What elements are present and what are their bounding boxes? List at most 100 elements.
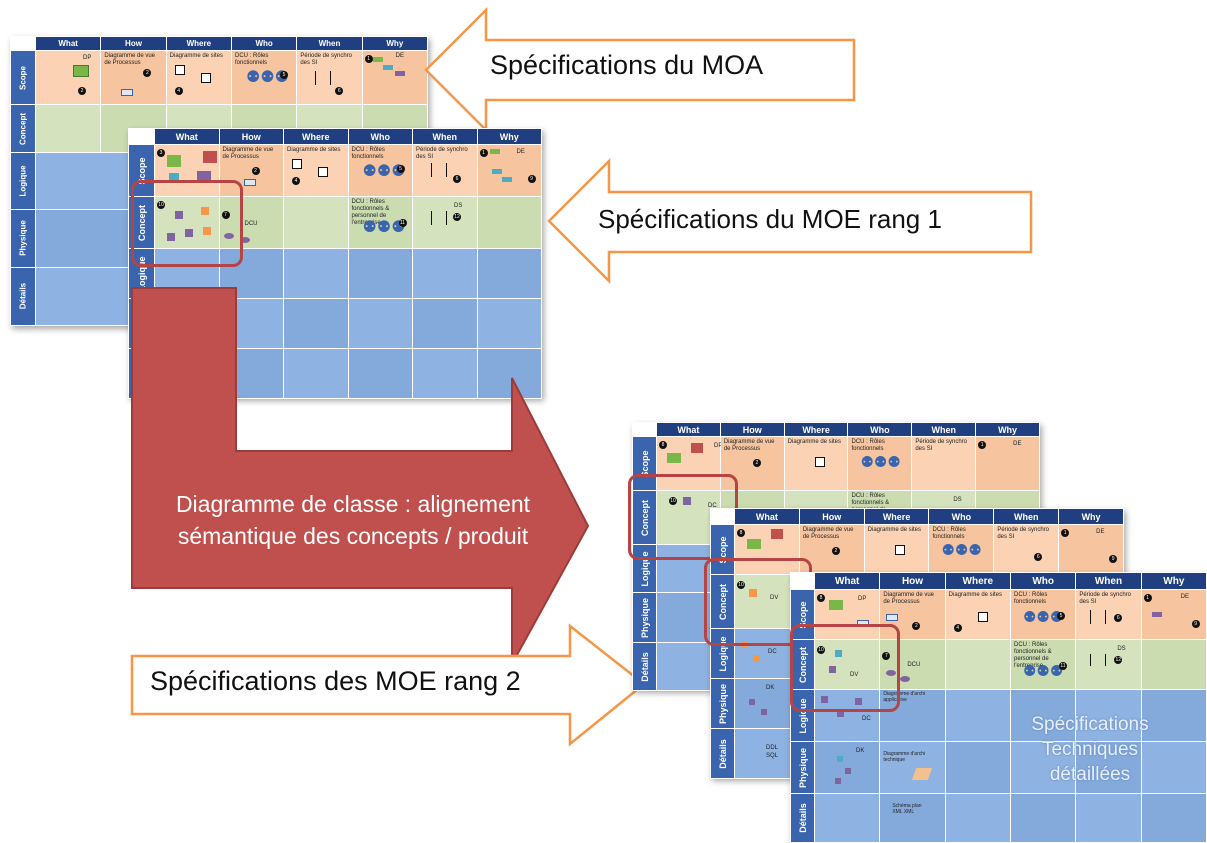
badge-number: 12	[1114, 656, 1123, 664]
folder-icon	[691, 443, 703, 453]
label-spec-moe-rang-2: Spécifications des MOE rang 2	[150, 666, 521, 696]
callout-arrow-moe-rang-2	[130, 623, 647, 747]
cell-scope-who: DCU : Rôles fonctionnels ⚉⚉⚉	[928, 524, 995, 575]
cell-scope-when: Période de synchro des SI 6	[993, 524, 1060, 575]
badge-number: 2	[143, 69, 152, 78]
cell-logique-what: DC	[734, 628, 800, 679]
row-label-concept: Concept	[710, 574, 735, 629]
col-header-why: Why	[361, 35, 429, 52]
cell-scope-how: Diagramme de vue de Processus 2	[719, 436, 785, 491]
class-box-icon	[837, 756, 843, 762]
site-icon	[814, 457, 825, 467]
row-label-scope: Scope	[632, 436, 657, 491]
cell-details	[1009, 793, 1077, 843]
callout-arrow-moe-rang-1	[547, 157, 1033, 285]
badge-number: 1	[978, 441, 987, 449]
site-icon	[200, 73, 211, 84]
label-dk: DK	[856, 748, 865, 754]
grid-corner	[710, 508, 735, 525]
col-header-who: Who	[347, 128, 413, 145]
usecase-icon	[223, 233, 234, 239]
arrow-caption-line1: Diagramme de classe : alignement	[175, 491, 531, 517]
label-spec-moe-rang-1: Spécifications du MOE rang 1	[598, 204, 942, 234]
text-how-scope: Diagramme de vue de Processus	[723, 439, 775, 452]
col-header-when: When	[1075, 572, 1142, 590]
cell-details	[1075, 793, 1142, 843]
class-box-icon	[835, 650, 842, 657]
text-who-concept: DCU : Rôles fonctionnels & personnel de …	[1013, 642, 1052, 669]
class-box-icon	[855, 698, 862, 705]
process-icon	[886, 614, 899, 621]
cell-scope-where: Diagramme de sites	[783, 436, 849, 491]
text-where-scope: Diagramme de sites	[948, 592, 1003, 598]
cell-concept-how: 7 DCU	[879, 639, 946, 690]
grid-corner	[10, 35, 36, 52]
usecase-icon	[886, 670, 897, 676]
class-box-icon	[749, 589, 757, 597]
row-label-details: Détails	[632, 642, 657, 691]
badge-number: 4	[953, 624, 962, 632]
label-dp: DP	[858, 596, 867, 602]
cell-details-what	[813, 793, 881, 843]
people-icon: ⚉⚉⚉	[1022, 609, 1064, 626]
cell-logique-what: DC	[813, 689, 881, 742]
people-icon: ⚉⚉⚉	[941, 542, 982, 559]
deployment-icon	[912, 768, 933, 780]
site-icon	[977, 612, 988, 622]
badge-number: 3	[157, 149, 165, 157]
text-who-scope: DCU : Rôles fonctionnels	[351, 147, 385, 160]
folder-icon	[771, 529, 783, 539]
site-icon	[174, 65, 185, 76]
col-header-who: Who	[1009, 572, 1077, 590]
label-ds: DS	[1117, 646, 1126, 652]
cell-scope-why: 1 DE 9	[476, 144, 542, 197]
badge-number: 10	[157, 201, 165, 209]
badge-number: 2	[752, 459, 761, 467]
badge-number: 9	[1191, 620, 1200, 628]
col-header-what: What	[813, 572, 881, 590]
badge-number: 12	[453, 213, 461, 221]
cell-concept-what	[34, 104, 102, 154]
badge-number: 8	[817, 594, 825, 602]
people-icon: ⚉⚉⚉	[1022, 663, 1064, 680]
row-label-concept: Concept	[10, 104, 36, 154]
col-header-what: What	[34, 35, 102, 52]
badge-number: 2	[912, 622, 921, 630]
col-header-when: When	[296, 35, 363, 52]
badge-number: 1	[1143, 594, 1152, 602]
badge-number: 11	[1058, 662, 1067, 670]
class-box-icon	[835, 778, 841, 784]
goal-diagram-icon	[382, 65, 393, 71]
badge-number: 7	[221, 211, 230, 219]
label-de: DE	[1180, 594, 1189, 600]
row-label-logique: Logique	[710, 628, 735, 679]
text-when-scope: Période de synchro des SI	[915, 439, 968, 452]
label-dcu: DCU	[907, 662, 921, 668]
cell-physique	[412, 298, 478, 349]
goal-diagram-icon	[394, 71, 405, 77]
class-box-icon	[821, 696, 828, 703]
col-header-when: When	[412, 128, 478, 145]
site-icon	[318, 167, 328, 177]
cell-details-what: DDL SQL	[734, 728, 800, 779]
label-ds: DS	[454, 203, 463, 209]
text-who-scope: DCU : Rôles fonctionnels	[932, 527, 966, 540]
folder-icon	[829, 600, 843, 610]
cell-physique-what: DK	[734, 678, 800, 729]
row-label-scope: Scope	[10, 50, 36, 106]
goal-diagram-icon	[1151, 612, 1162, 617]
label-sql: SQL	[766, 753, 779, 759]
label-de: DE	[1096, 529, 1105, 535]
cell-scope-what: 8 DP	[813, 589, 881, 640]
callout-arrow-moa	[424, 6, 856, 134]
class-box-icon	[175, 211, 183, 219]
text-how-scope: Diagramme de vue de Processus	[222, 147, 274, 160]
col-header-who: Who	[847, 422, 913, 437]
cell-scope-where: Diagramme de sites 4	[283, 144, 349, 197]
text-when-scope: Période de synchro des SI	[416, 147, 468, 160]
class-box-icon	[185, 229, 193, 237]
cell-scope-when: Période de synchro des SI	[911, 436, 977, 491]
text-who-concept: DCU : Rôles fonctionnels & personnel de …	[351, 199, 390, 226]
text-who-scope: DCU : Rôles fonctionnels	[1013, 592, 1048, 605]
text-physique-how: Diagramme d'archi technique	[883, 751, 926, 763]
